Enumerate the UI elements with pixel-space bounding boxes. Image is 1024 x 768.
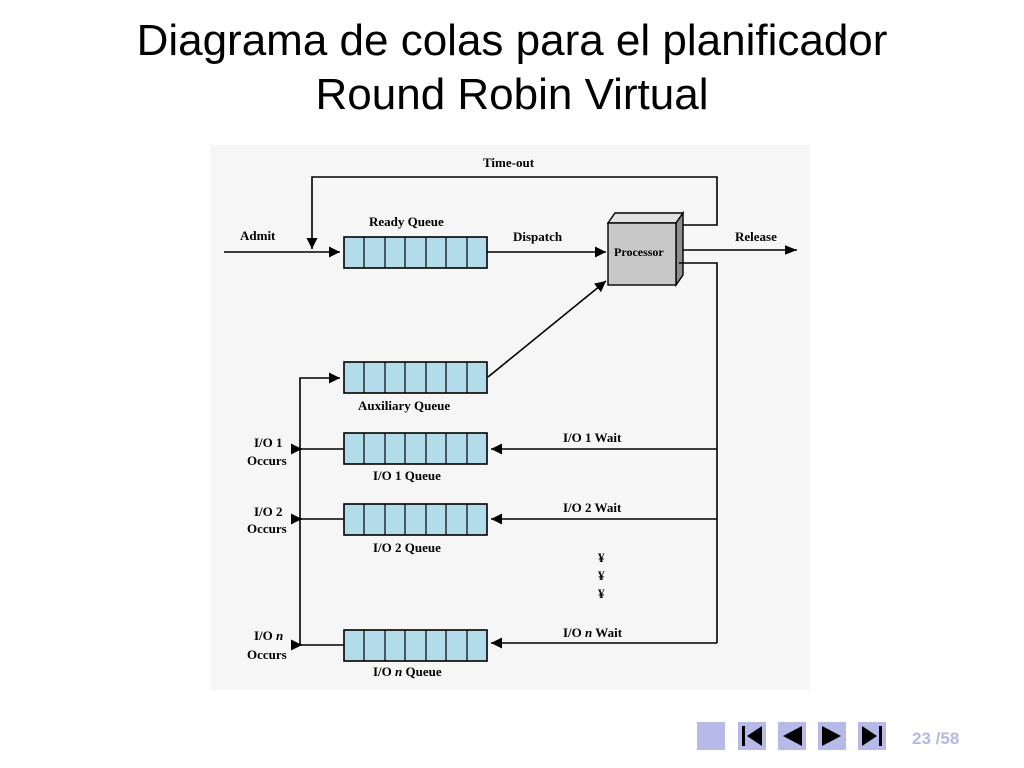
skip-last-icon — [862, 726, 882, 746]
slide-title-line-1: Diagrama de colas para el planificador — [136, 16, 888, 65]
io1-occurs-label-1: I/O 1 — [254, 435, 283, 450]
menu-button[interactable] — [697, 722, 725, 750]
dispatch-label: Dispatch — [513, 229, 563, 244]
triangle-left-icon — [783, 726, 802, 746]
auxiliary-queue — [343, 361, 488, 394]
ellipsis-mark-3: ¥ — [598, 586, 605, 601]
first-slide-button[interactable] — [738, 722, 766, 750]
ion-occurs-label-1: I/O n — [254, 628, 283, 643]
processor-label: Processor — [614, 245, 664, 259]
processor-box — [606, 210, 685, 288]
ion-wait-label: I/O n Wait — [563, 625, 623, 640]
next-slide-button[interactable] — [818, 722, 846, 750]
auxiliary-queue-label: Auxiliary Queue — [358, 398, 450, 413]
io2-occurs-label-1: I/O 2 — [254, 504, 283, 519]
time-out-label: Time-out — [483, 155, 535, 170]
ion-occurs-label-2: Occurs — [247, 647, 287, 662]
io2-occurs-label-2: Occurs — [247, 521, 287, 536]
last-slide-button[interactable] — [858, 722, 886, 750]
slide-title-line-2: Round Robin Virtual — [315, 70, 709, 119]
ready-queue-label: Ready Queue — [369, 214, 444, 229]
io2-queue-label: I/O 2 Queue — [373, 540, 441, 555]
io1-occurs-label-2: Occurs — [247, 453, 287, 468]
queue-diagram: Time-out Admit Ready Queue Dispatch Proc… — [224, 155, 797, 679]
skip-first-icon — [742, 726, 762, 746]
io1-queue — [343, 432, 488, 465]
io1-wait-label: I/O 1 Wait — [563, 430, 622, 445]
blank-square-icon — [697, 722, 725, 750]
slide-title: Diagrama de colas para el planificador R… — [0, 14, 1024, 122]
diagram-panel: Time-out Admit Ready Queue Dispatch Proc… — [210, 145, 810, 690]
ellipsis-mark-1: ¥ — [598, 550, 605, 565]
wait-bus-line — [679, 262, 718, 643]
io2-queue — [343, 503, 488, 536]
timeout-loop-line — [306, 176, 718, 249]
auxiliary-to-processor-arrow — [487, 280, 607, 378]
current-page-number: 23 — [912, 729, 931, 748]
page-counter: 23 /58 — [912, 729, 959, 749]
ion-queue — [343, 629, 488, 662]
triangle-right-icon — [822, 726, 841, 746]
io1-queue-label: I/O 1 Queue — [373, 468, 441, 483]
ready-queue — [343, 236, 488, 269]
previous-slide-button[interactable] — [778, 722, 806, 750]
io2-wait-label: I/O 2 Wait — [563, 500, 622, 515]
ellipsis-mark-2: ¥ — [598, 568, 605, 583]
io-return-bus-line — [299, 372, 344, 646]
release-label: Release — [735, 229, 777, 244]
ion-queue-label: I/O n Queue — [373, 664, 442, 679]
admit-label: Admit — [240, 228, 276, 243]
total-pages: /58 — [935, 729, 960, 748]
